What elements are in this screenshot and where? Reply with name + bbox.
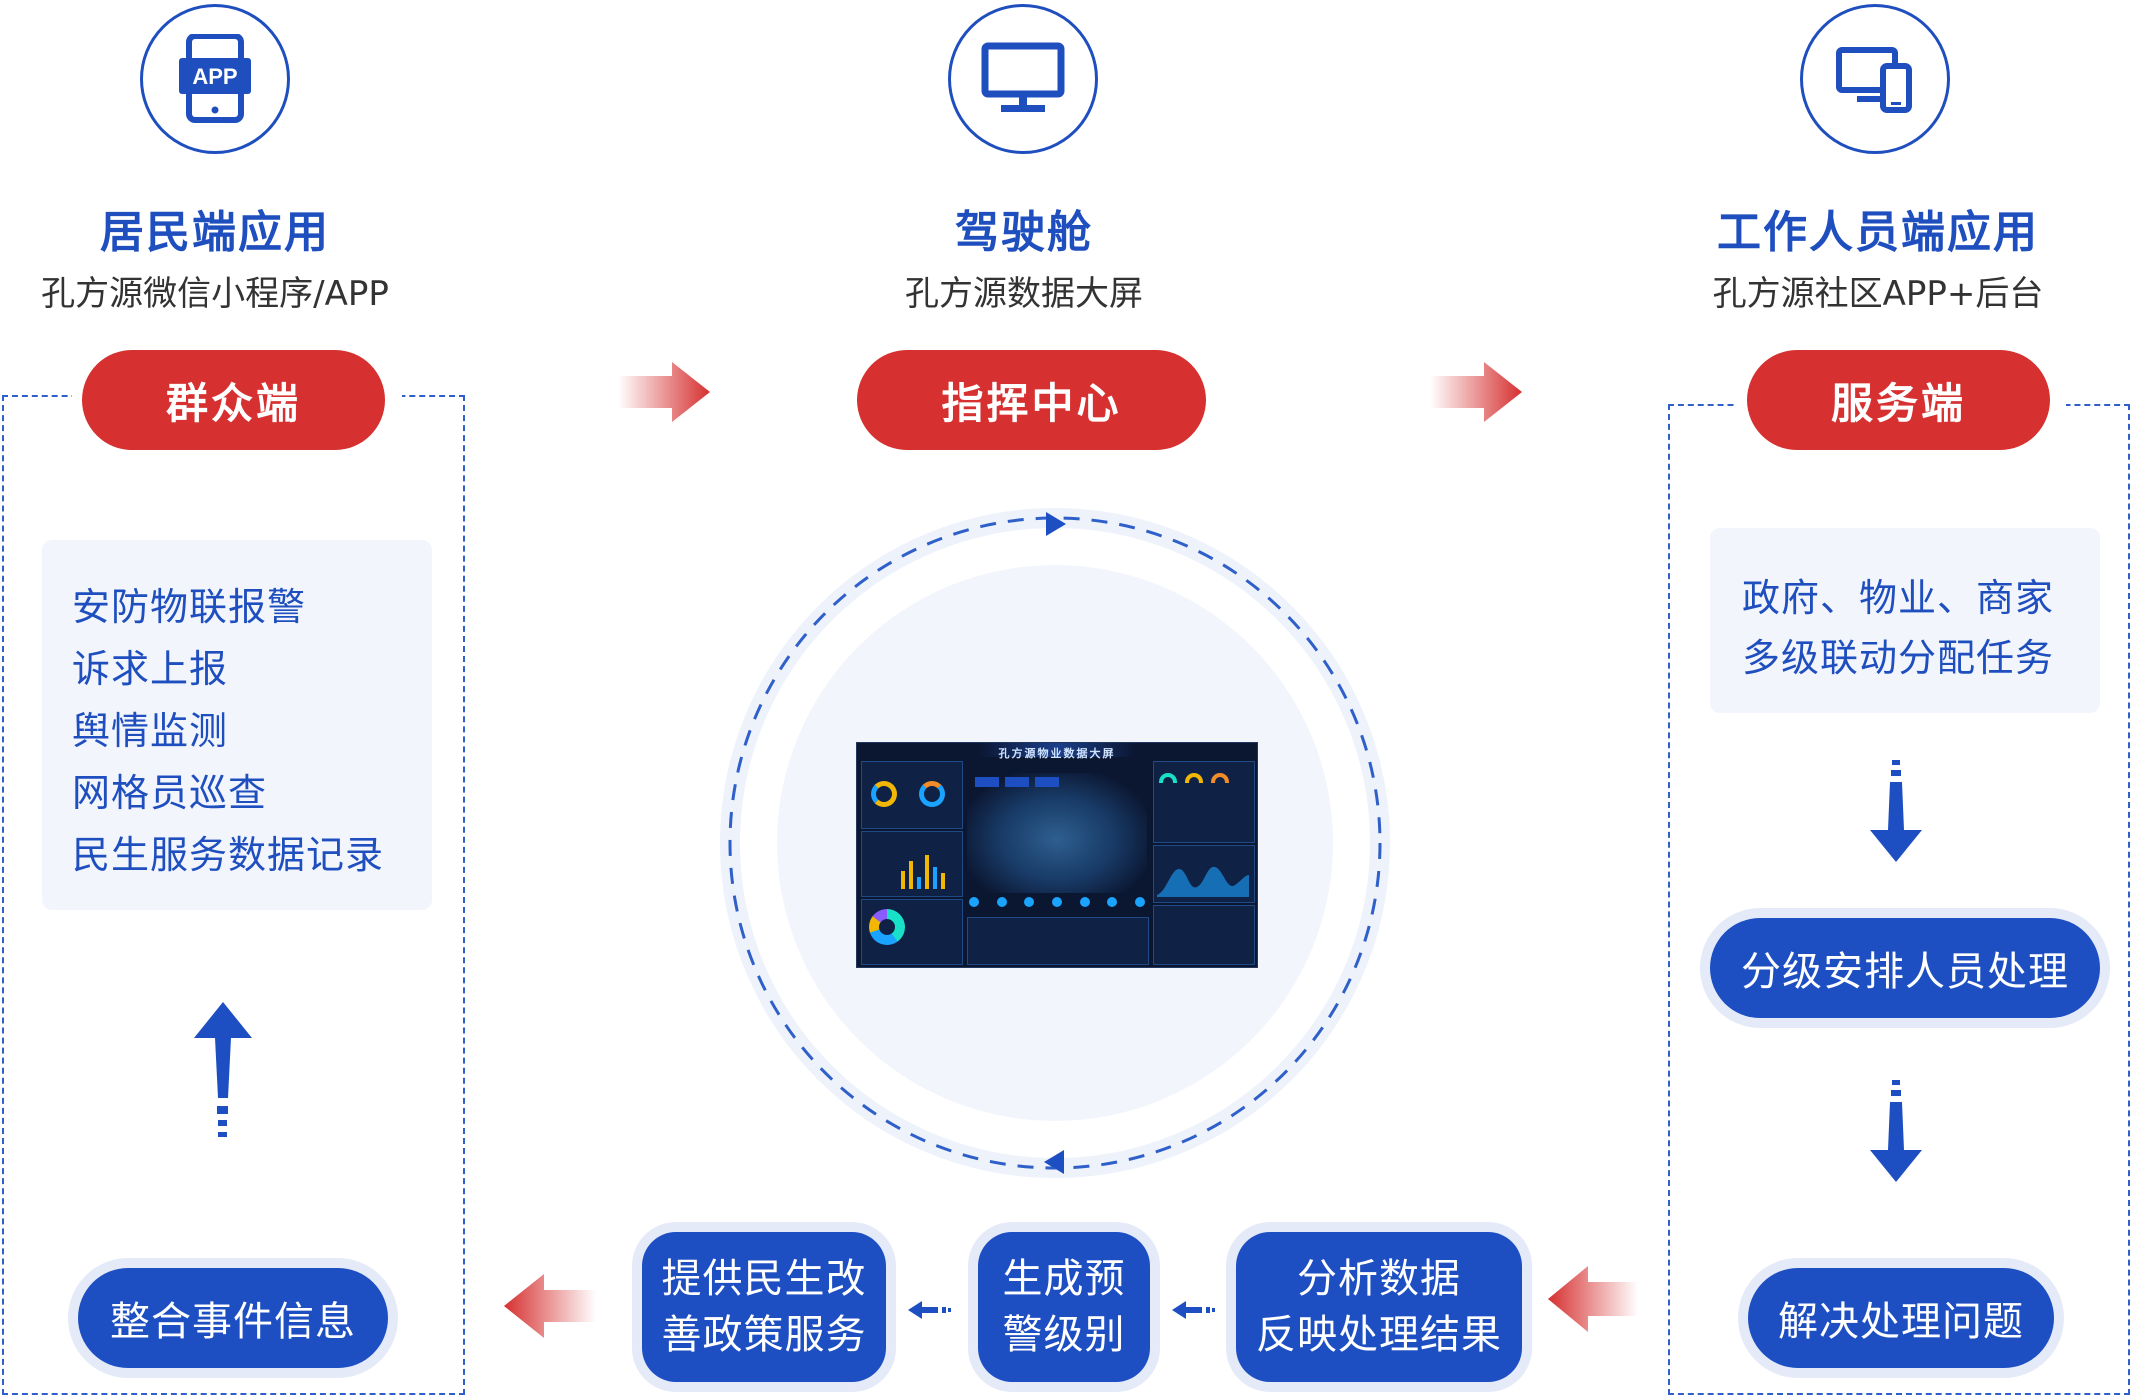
list-item: 网格员巡查 <box>72 771 268 815</box>
analyze-data-line2: 反映处理结果 <box>1256 1312 1502 1358</box>
policy-service-line1: 提供民生改 <box>661 1256 867 1302</box>
resident-app-title: 居民端应用 <box>100 207 330 258</box>
small-left-arrow-icon <box>908 1301 951 1319</box>
app-icon-text: APP <box>192 64 237 89</box>
left-arrow-icon <box>504 1274 596 1338</box>
list-item: 民生服务数据记录 <box>72 833 385 877</box>
analyze-data-box: 分析数据 反映处理结果 <box>1236 1232 1522 1382</box>
monitor-icon <box>948 4 1098 154</box>
up-arrow-icon <box>194 1002 252 1137</box>
list-item: 舆情监测 <box>72 709 229 753</box>
cockpit-subtitle: 孔方源数据大屏 <box>905 274 1143 314</box>
policy-service-line2: 善政策服务 <box>661 1312 867 1358</box>
app-phone-icon: APP <box>140 4 290 154</box>
down-arrow-icon <box>1870 1080 1922 1182</box>
generate-warning-box: 生成预 警级别 <box>978 1232 1150 1382</box>
list-item: 诉求上报 <box>72 647 229 691</box>
policy-service-box: 提供民生改 善政策服务 <box>642 1232 886 1382</box>
staff-app-subtitle: 孔方源社区APP+后台 <box>1712 274 2044 314</box>
multi-level-box: 政府、物业、商家 多级联动分配任务 <box>1710 528 2100 713</box>
devices-icon <box>1800 4 1950 154</box>
service-pill: 服务端 <box>1747 350 2050 450</box>
right-arrow-icon <box>618 362 710 422</box>
small-left-arrow-icon <box>1172 1301 1215 1319</box>
generate-warning-line1: 生成预 <box>1002 1256 1126 1302</box>
generate-warning-line2: 警级别 <box>1002 1312 1126 1358</box>
dashboard-screenshot: 孔方源物业数据大屏 <box>856 742 1258 968</box>
command-center-pill: 指挥中心 <box>857 350 1206 450</box>
down-arrow-icon <box>1870 760 1922 862</box>
analyze-data-line1: 分析数据 <box>1297 1256 1461 1302</box>
right-box-line: 多级联动分配任务 <box>1742 636 2055 680</box>
right-arrow-icon <box>1430 362 1522 422</box>
dashboard-title: 孔方源物业数据大屏 <box>998 747 1116 760</box>
masses-pill: 群众端 <box>82 350 385 450</box>
resolve-issue-pill: 解决处理问题 <box>1748 1268 2054 1368</box>
right-box-line: 政府、物业、商家 <box>1742 576 2055 620</box>
list-item: 安防物联报警 <box>72 585 307 629</box>
left-arrow-icon <box>1548 1266 1638 1332</box>
resident-app-subtitle: 孔方源微信小程序/APP <box>41 274 389 314</box>
integrate-events-pill: 整合事件信息 <box>78 1268 388 1368</box>
cockpit-title: 驾驶舱 <box>955 207 1093 258</box>
assign-staff-pill: 分级安排人员处理 <box>1710 918 2100 1018</box>
staff-app-title: 工作人员端应用 <box>1717 207 2039 258</box>
resident-features-box: 安防物联报警 诉求上报 舆情监测 网格员巡查 民生服务数据记录 <box>42 540 432 910</box>
